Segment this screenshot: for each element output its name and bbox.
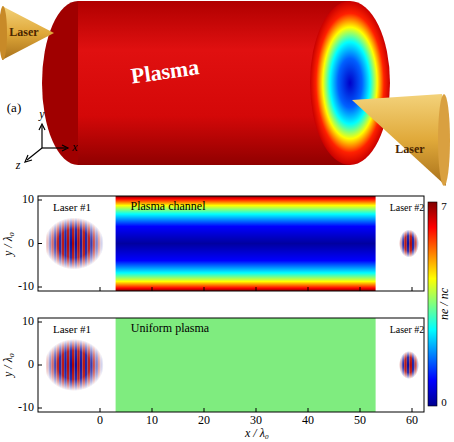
- plasma-cylinder: [42, 1, 390, 165]
- figure-label: Uniform plasma: [131, 322, 209, 335]
- figure-label: Laser: [395, 143, 424, 156]
- laser-pulse: [46, 216, 103, 272]
- uniform-plasma: [116, 318, 376, 412]
- figure-label: 20: [198, 414, 210, 427]
- figure-label: 0: [441, 396, 447, 408]
- figure-label: 0: [28, 358, 34, 371]
- figure-label: x / λ₀: [245, 427, 269, 440]
- figure-label: z: [16, 159, 21, 172]
- laser-pulse: [399, 229, 420, 259]
- figure-label: 0: [97, 414, 103, 427]
- colorbar: [428, 202, 437, 406]
- figure-label: 40: [302, 414, 314, 427]
- plot-frame: [38, 196, 424, 291]
- figure-label: Laser #2: [390, 324, 425, 335]
- plot-frame: [38, 318, 424, 412]
- figure-label: y / λ₀: [2, 353, 15, 377]
- figure-label: 7: [441, 200, 447, 212]
- figure-label: 50: [354, 414, 366, 427]
- axis-ticks: [38, 200, 412, 412]
- laser-pulse: [46, 337, 103, 393]
- axes-triad: [25, 124, 68, 162]
- figure-label: 30: [250, 414, 262, 427]
- figure-label: x: [72, 141, 77, 154]
- plasma-channel: [116, 196, 376, 291]
- figure-label: ne / nc: [438, 288, 451, 320]
- figure-label: Laser: [9, 26, 38, 39]
- figure-label: 10: [146, 414, 158, 427]
- laser-pulse: [399, 350, 420, 380]
- figure-label: -10: [18, 401, 34, 414]
- figure-label: y: [39, 108, 44, 121]
- figure-label: Plasma channel: [131, 200, 206, 213]
- figure-label: (a): [7, 101, 21, 115]
- figure-label: Laser #2: [390, 202, 425, 213]
- figure-label: 10: [22, 193, 34, 206]
- figure-label: Laser #1: [53, 323, 91, 335]
- figure-label: Laser #1: [53, 201, 91, 213]
- figure-label: y / λ₀: [2, 231, 15, 255]
- figure-label: 10: [22, 315, 34, 328]
- figure-label: -10: [18, 280, 34, 293]
- laser-cone-left: [0, 6, 54, 60]
- plot-area: [38, 196, 424, 291]
- figure-label: 0: [28, 237, 34, 250]
- laser-cone-right: [352, 94, 450, 186]
- figure-label: Plasma: [129, 55, 200, 88]
- figure-label: 60: [406, 414, 418, 427]
